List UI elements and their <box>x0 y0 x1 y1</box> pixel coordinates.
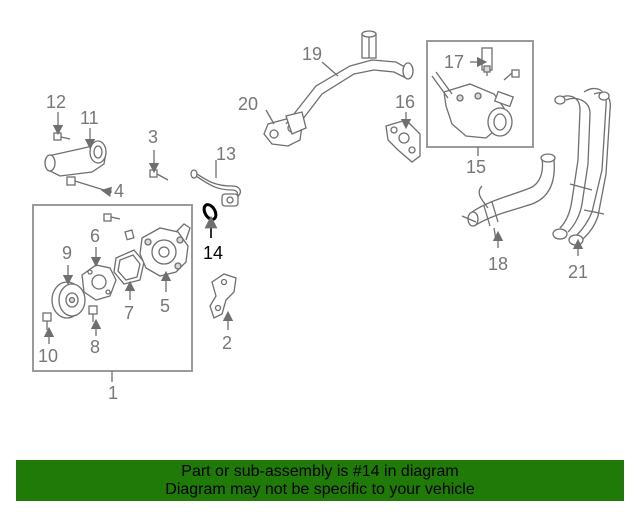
callout-10[interactable]: 10 <box>38 346 58 366</box>
part-4-bolt[interactable] <box>66 176 105 191</box>
callout-1[interactable]: 1 <box>108 383 118 403</box>
callout-14[interactable]: 14 <box>203 243 223 263</box>
part-19-water-pipe[interactable] <box>285 30 414 135</box>
part-14-o-ring[interactable] <box>202 203 219 222</box>
info-banner: Part or sub-assembly is #14 in diagram D… <box>16 460 624 501</box>
callout-5[interactable]: 5 <box>160 296 170 316</box>
callout-16[interactable]: 16 <box>395 92 415 112</box>
callout-6[interactable]: 6 <box>90 226 100 246</box>
part-21-hoses[interactable] <box>552 87 611 246</box>
callout-21[interactable]: 21 <box>568 262 588 282</box>
assembly-box-15 <box>426 40 534 148</box>
part-7-gasket[interactable] <box>113 249 145 285</box>
part-3-bolt[interactable] <box>149 169 169 181</box>
callout-18[interactable]: 18 <box>488 254 508 274</box>
part-10-bolt[interactable] <box>42 312 52 330</box>
small-bolt-17 <box>503 69 520 81</box>
banner-line-2: Diagram may not be specific to your vehi… <box>165 480 475 498</box>
part-6-pump-plate[interactable] <box>81 264 117 301</box>
part-15-water-outlet[interactable] <box>431 71 515 139</box>
part-17-sensor[interactable] <box>481 47 493 76</box>
part-8-bolt[interactable] <box>88 305 98 322</box>
callout-12[interactable]: 12 <box>46 92 66 112</box>
part-6-bolt[interactable] <box>103 213 121 222</box>
part-2-bracket[interactable] <box>209 273 237 319</box>
callout-2[interactable]: 2 <box>222 333 232 353</box>
callout-15[interactable]: 15 <box>466 157 486 177</box>
parts-diagram: 1 9 6 7 5 <box>32 30 611 403</box>
part-13-pipe[interactable] <box>190 169 241 207</box>
callout-17[interactable]: 17 <box>444 52 464 72</box>
part-5-water-pump[interactable] <box>139 223 191 277</box>
callout-19[interactable]: 19 <box>302 44 322 64</box>
part-9-pulley[interactable] <box>51 281 86 319</box>
callout-11[interactable]: 11 <box>80 108 99 128</box>
part-11-thermostat-housing[interactable] <box>44 140 107 177</box>
small-clip <box>124 229 135 241</box>
callout-20[interactable]: 20 <box>238 94 258 114</box>
banner-line-1: Part or sub-assembly is #14 in diagram <box>181 462 459 480</box>
callout-3[interactable]: 3 <box>148 127 158 147</box>
callout-7[interactable]: 7 <box>124 303 134 323</box>
callout-8[interactable]: 8 <box>90 337 100 357</box>
callout-4[interactable]: 4 <box>114 181 124 201</box>
callout-13[interactable]: 13 <box>216 144 236 164</box>
callout-9[interactable]: 9 <box>62 243 72 263</box>
part-12-bolt[interactable] <box>53 132 71 141</box>
part-18-hose[interactable] <box>461 153 556 241</box>
part-16-gasket[interactable] <box>385 119 421 163</box>
